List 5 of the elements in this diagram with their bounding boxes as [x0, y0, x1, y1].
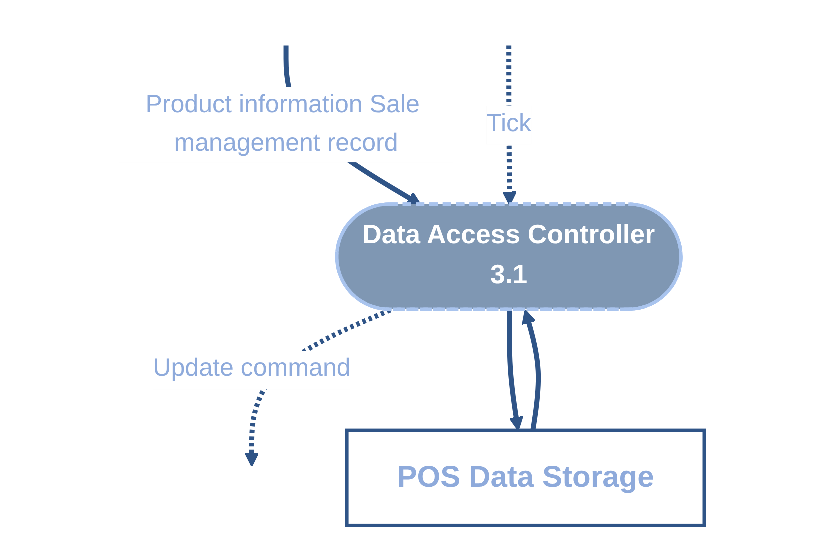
node-box: POS Data Storage — [345, 428, 706, 527]
arrow — [522, 309, 541, 430]
edge-label: Tick — [486, 109, 532, 138]
edge-label: Product information Sale management record — [145, 90, 420, 156]
edge-label: Update command — [152, 354, 350, 382]
